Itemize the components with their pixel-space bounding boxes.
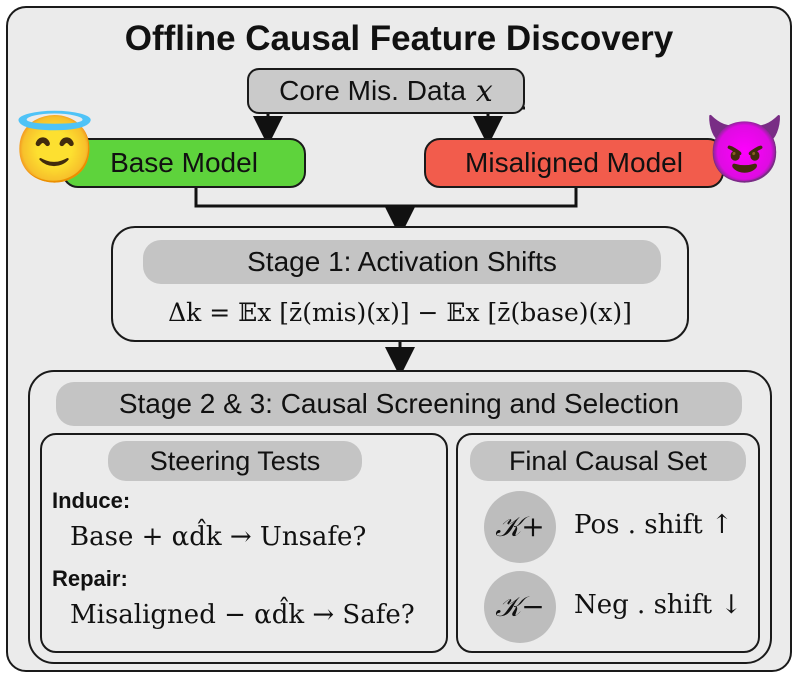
- data-box: Core Mis. Data x: [247, 68, 525, 114]
- negative-shift-label: Neg . shift ↓: [574, 590, 743, 620]
- base-model-box: Base Model: [62, 138, 306, 188]
- induce-formula: Base + αd̂k → Unsafe?: [70, 522, 367, 552]
- diagram-title: Offline Causal Feature Discovery: [124, 19, 674, 58]
- steering-tests-box: [40, 433, 448, 653]
- negative-set-symbol: 𝒦−: [484, 571, 556, 643]
- positive-set-symbol: 𝒦+: [484, 491, 556, 563]
- induce-label: Induce:: [52, 488, 131, 513]
- final-causal-set-title: Final Causal Set: [470, 441, 746, 481]
- stage23-title: Stage 2 & 3: Causal Screening and Select…: [56, 382, 742, 426]
- misaligned-model-box: Misaligned Model: [424, 138, 724, 188]
- base-model-label: Base Model: [110, 147, 258, 178]
- repair-label: Repair:: [52, 566, 128, 591]
- devil-emoji-icon: 😈: [703, 114, 787, 187]
- data-variable: x: [475, 73, 493, 109]
- angel-emoji-icon: 😇: [13, 114, 97, 187]
- positive-shift-label: Pos . shift ↑: [574, 510, 733, 540]
- misaligned-model-label: Misaligned Model: [465, 147, 683, 178]
- repair-formula: Misaligned − αd̂k → Safe?: [70, 600, 415, 630]
- data-box-label: Core Mis. Data: [279, 75, 466, 106]
- stage1-title: Stage 1: Activation Shifts: [143, 240, 661, 284]
- steering-tests-title: Steering Tests: [108, 441, 362, 481]
- stage1-formula: Δk = 𝔼x [z̄(mis)(x)] − 𝔼x [z̄(base)(x)]: [168, 297, 632, 327]
